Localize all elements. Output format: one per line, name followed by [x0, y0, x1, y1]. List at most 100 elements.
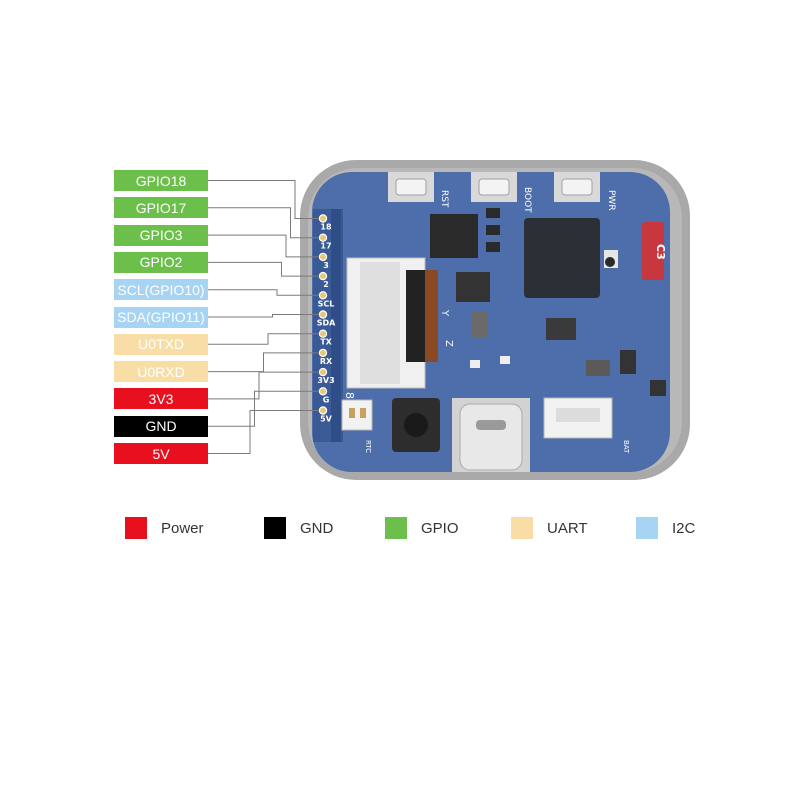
component: [620, 350, 636, 374]
header-pin-text: TX: [320, 338, 332, 347]
legend-item-gpio: GPIO: [385, 517, 459, 539]
legend-swatch: [636, 517, 658, 539]
header-pad: [318, 252, 328, 262]
axis-y-label: Y: [439, 309, 450, 317]
legend-swatch: [125, 517, 147, 539]
pin-label-gpio17: GPIO17: [114, 197, 208, 219]
rtc-pin: [360, 408, 366, 418]
pin-label-3v3: 3V3: [114, 388, 208, 410]
legend-swatch: [511, 517, 533, 539]
header-pad: [318, 233, 328, 242]
leader-line: [208, 180, 319, 219]
legend-label: I2C: [672, 519, 696, 537]
pwr-button: [554, 172, 600, 202]
legend-item-power: Power: [125, 517, 204, 539]
header-pin-text: SCL: [318, 299, 335, 308]
component: [546, 318, 576, 340]
leader-line: [208, 234, 319, 258]
pin-label-gpio3: GPIO3: [114, 224, 208, 246]
leader-line: [208, 352, 319, 373]
header-pin-text: 3V3: [317, 376, 334, 385]
legend-label: Power: [161, 519, 204, 537]
legend-swatch: [385, 517, 407, 539]
component: [586, 360, 610, 376]
component: [650, 380, 666, 396]
pin-label-u0rxd: U0RXD: [114, 361, 208, 383]
header-pad: [318, 291, 328, 300]
boot-button-label: BOOT: [522, 187, 532, 213]
header-pin-text: 17: [320, 242, 331, 251]
leader-line: [208, 390, 319, 427]
pin-label-5v: 5V: [114, 443, 208, 464]
battery-connector-inner: [556, 408, 600, 422]
c3-label: C3: [654, 244, 667, 260]
leader-line: [208, 371, 319, 400]
legend-label: GPIO: [421, 519, 459, 537]
header-pad: [318, 310, 328, 319]
bat-label: BAT: [622, 440, 630, 454]
rst-button: [388, 172, 434, 202]
leader-line: [208, 261, 319, 277]
header-pad: [318, 406, 328, 415]
usb-c-port: [459, 403, 523, 471]
usb-c-slot: [476, 420, 506, 430]
header-pad: [318, 387, 328, 396]
pin-label-u0txd: U0TXD: [114, 333, 208, 355]
rtc-label: RTC: [364, 440, 372, 453]
header-pad: [318, 367, 328, 377]
component: [470, 360, 480, 368]
component: [605, 257, 615, 267]
component: [472, 312, 488, 338]
c3-chip: [642, 222, 664, 280]
component: [500, 356, 510, 364]
sensor-chip: [456, 272, 490, 302]
small-chip: [486, 208, 500, 218]
leader-line: [208, 207, 319, 239]
small-chip: [486, 225, 500, 235]
header-pin-text: G: [323, 395, 330, 404]
header-pin-text: 18: [320, 223, 332, 232]
rtc-connector: [341, 399, 373, 431]
leader-line: [208, 289, 319, 296]
small-chip: [486, 242, 500, 252]
boot-button: [471, 172, 517, 202]
legend-item-uart: UART: [511, 517, 588, 539]
header-pad: [318, 348, 328, 358]
fpc-contacts: [425, 270, 438, 362]
header-pads: [318, 214, 328, 415]
main-soc: [524, 218, 600, 298]
connector-mark: 8: [343, 392, 356, 399]
pwr-button-label: PWR: [606, 190, 616, 211]
pin-label-gnd: GND: [114, 415, 208, 437]
pin-label-gpio2: GPIO2: [114, 251, 208, 273]
pin-header-edge: [331, 209, 341, 442]
pin-label-sda-gpio11-: SDA(GPIO11): [114, 306, 208, 328]
header-pin-text: RX: [320, 357, 333, 366]
header-pad: [318, 214, 328, 223]
rst-button-label: RST: [439, 190, 449, 208]
header-pad: [318, 329, 328, 338]
legend-item-i2c: I2C: [636, 517, 695, 539]
buzzer-hole: [404, 413, 428, 437]
pin-label-gpio18: GPIO18: [114, 170, 208, 191]
legend-label: UART: [547, 519, 588, 537]
legend-swatch: [264, 517, 286, 539]
rtc-pin: [349, 408, 355, 418]
legend-label: GND: [300, 519, 334, 537]
leader-line: [208, 333, 319, 345]
header-pin-text: 2: [323, 280, 329, 289]
legend-item-gnd: GND: [264, 517, 333, 539]
axis-z-label: Z: [443, 340, 454, 347]
header-pin-text: SDA: [317, 319, 336, 328]
header-pad: [318, 271, 328, 281]
ic-chip: [430, 214, 478, 258]
header-pin-text: 3: [323, 261, 329, 270]
header-pin-text: 5V: [320, 415, 333, 424]
leader-lines: [208, 180, 319, 454]
pin-label-scl-gpio10-: SCL(GPIO10): [114, 279, 208, 301]
fpc-connector-inner: [360, 262, 400, 384]
leader-line: [208, 410, 319, 454]
leader-line: [208, 314, 319, 318]
